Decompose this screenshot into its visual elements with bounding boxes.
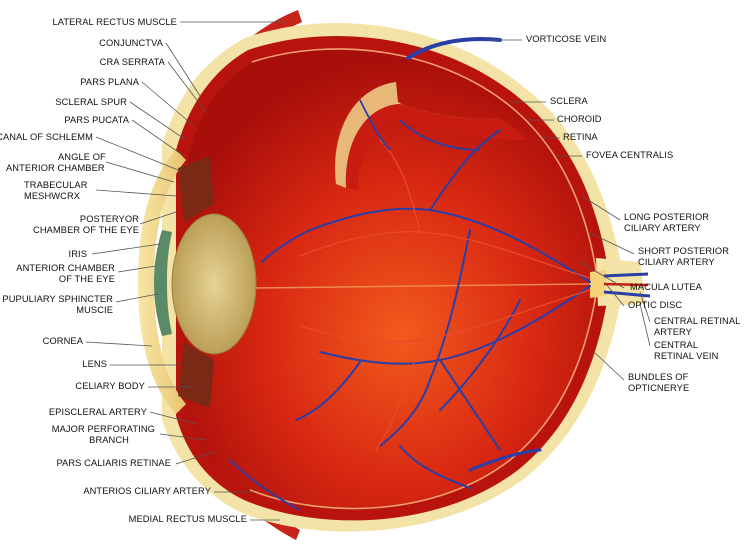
label-conjunctiva: CONJUNCTVA	[99, 38, 163, 48]
optic-disc	[590, 270, 606, 298]
cutaway-flap	[335, 82, 500, 188]
ciliary-body-lower	[178, 342, 214, 408]
ciliary-body	[178, 156, 214, 222]
label-vorticose-vein: VORTICOSE VEIN	[526, 34, 607, 44]
label-retina: RETINA	[563, 132, 598, 142]
label-iris: IRIS	[68, 249, 87, 259]
label-optic-disc: OPTIC DISC	[628, 300, 683, 310]
label-medial-rectus-muscle: MEDIAL RECTUS MUSCLE	[128, 514, 247, 524]
label-macula-lutea: MACULA LUTEA	[630, 282, 702, 292]
vorticose-vein	[406, 36, 502, 60]
label-choroid: CHOROID	[557, 114, 602, 124]
label-pars-plana: PARS PLANA	[80, 77, 139, 87]
label-anterior-ciliary-artery: ANTERIOS CILIARY ARTERY	[83, 486, 211, 496]
lower-vorticose-vein	[468, 448, 542, 472]
label-pars-ciliaris-retinae: PARS CALIARIS RETINAE	[56, 458, 171, 468]
label-episcleral-artery: EPISCLERAL ARTERY	[48, 407, 147, 417]
label-ora-serrata: CRA SERRATA	[99, 57, 165, 67]
label-pars-plicata: PARS PUCATA	[64, 115, 129, 125]
label-sclera: SCLERA	[550, 96, 588, 106]
label-cornea: CORNEA	[42, 336, 83, 346]
leader-lines-left	[85, 21, 286, 521]
choroid-vessels	[229, 99, 481, 511]
central-retinal-artery-line	[603, 282, 649, 287]
retina-interior	[188, 48, 598, 509]
label-lateral-rectus-muscle: LATERAL RECTUS MUSCLE	[52, 17, 177, 27]
cornea	[138, 150, 186, 414]
central-retinal-vessels	[603, 272, 651, 298]
label-lens: LENS	[82, 359, 107, 369]
retinal-arteries	[299, 139, 591, 451]
label-fovea-centralis: FOVEA CENTRALIS	[586, 150, 674, 160]
label-scleral-spur: SCLERAL SPUR	[55, 97, 127, 107]
visual-axis	[255, 283, 591, 289]
iris	[154, 230, 172, 336]
label-canal-of-schlemm: CANAL OF SCHLEMM	[0, 132, 93, 142]
label-ciliary-body: CELIARY BODY	[75, 381, 145, 391]
cutaway-choroid	[345, 104, 526, 190]
retinal-veins	[261, 129, 591, 489]
lens	[172, 214, 256, 354]
leader-lines-right	[488, 39, 651, 381]
lens-outline	[171, 213, 257, 355]
